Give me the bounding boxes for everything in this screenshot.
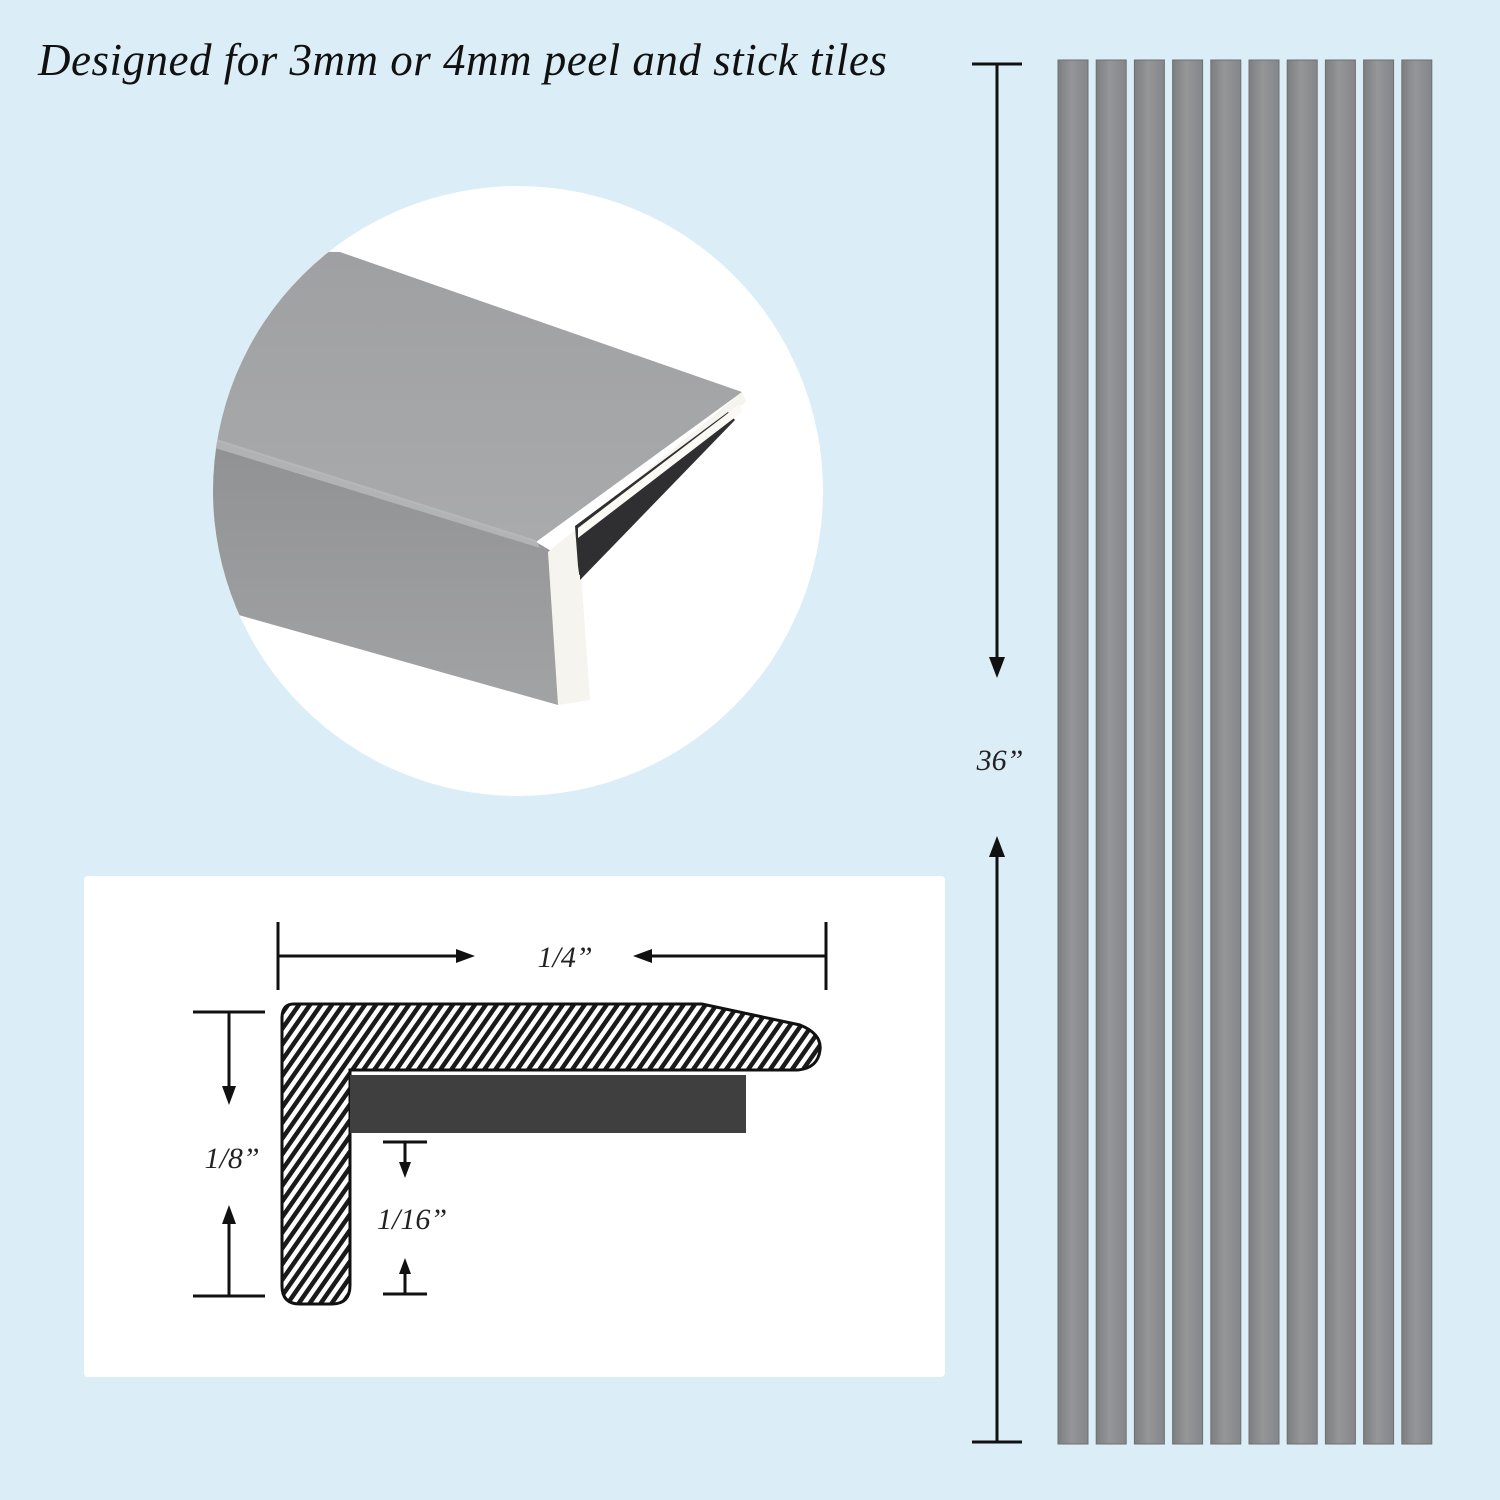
trim-strip xyxy=(1363,59,1395,1445)
trim-strip xyxy=(1095,59,1127,1445)
trim-strip xyxy=(1286,59,1318,1445)
trim-strip xyxy=(1133,59,1165,1445)
trim-strip xyxy=(1401,59,1433,1445)
trim-strip xyxy=(1248,59,1280,1445)
headline: Designed for 3mm or 4mm peel and stick t… xyxy=(38,35,888,85)
trim-strip xyxy=(1057,59,1089,1445)
width-label: 1/4” xyxy=(537,941,592,974)
width-dimension xyxy=(276,922,828,990)
trim-strips xyxy=(1057,59,1433,1445)
length-label: 36” xyxy=(976,744,1024,777)
trim-strip xyxy=(1172,59,1204,1445)
trim-profile xyxy=(280,1002,822,1306)
lip-label: 1/16” xyxy=(377,1203,447,1236)
height-dimension xyxy=(193,1010,265,1298)
length-dimension xyxy=(972,62,1022,1444)
cross-section-panel: 1/4” 1/8” 1/16” xyxy=(84,876,945,1377)
adhesive-strip xyxy=(350,1075,746,1133)
trim-strip xyxy=(1210,59,1242,1445)
closeup-circle xyxy=(213,186,823,796)
trim-strip xyxy=(1324,59,1356,1445)
trim-closeup-image xyxy=(213,250,746,705)
height-label: 1/8” xyxy=(204,1142,259,1175)
